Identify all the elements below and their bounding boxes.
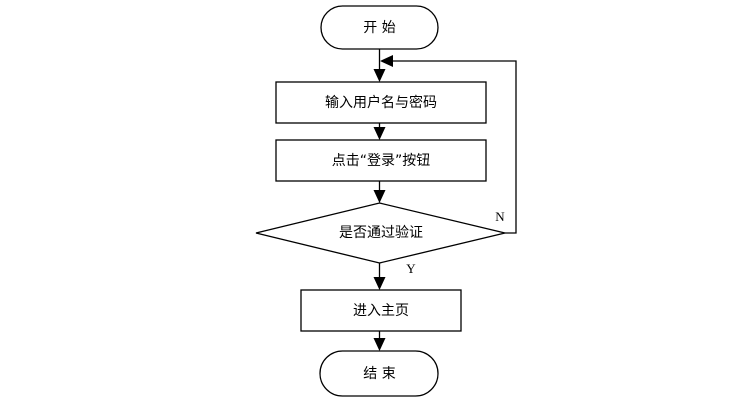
edge-label-no: N (495, 209, 505, 224)
click-login-label: 点击“登录”按钮 (332, 153, 431, 169)
input-credentials-node (275, 81, 487, 124)
click-login-node (275, 139, 487, 182)
input-credentials-label: 输入用户名与密码 (325, 94, 437, 111)
arrowhead-loop (380, 55, 393, 67)
edge-label-yes: Y (406, 261, 416, 276)
home-page-node (300, 289, 462, 332)
end-node (319, 350, 439, 397)
verify-decision-label: 是否通过验证 (339, 225, 423, 241)
arrowhead-home (373, 277, 386, 290)
arrowhead-decision (373, 190, 386, 203)
home-page-label: 进入主页 (353, 303, 409, 319)
arrowhead-input (373, 69, 386, 82)
start-label: 开 始 (363, 20, 395, 36)
end-label: 结 束 (363, 366, 395, 382)
arrowhead-end (373, 338, 386, 351)
arrowhead-click (373, 127, 386, 140)
arrow-no-loop (392, 60, 517, 234)
